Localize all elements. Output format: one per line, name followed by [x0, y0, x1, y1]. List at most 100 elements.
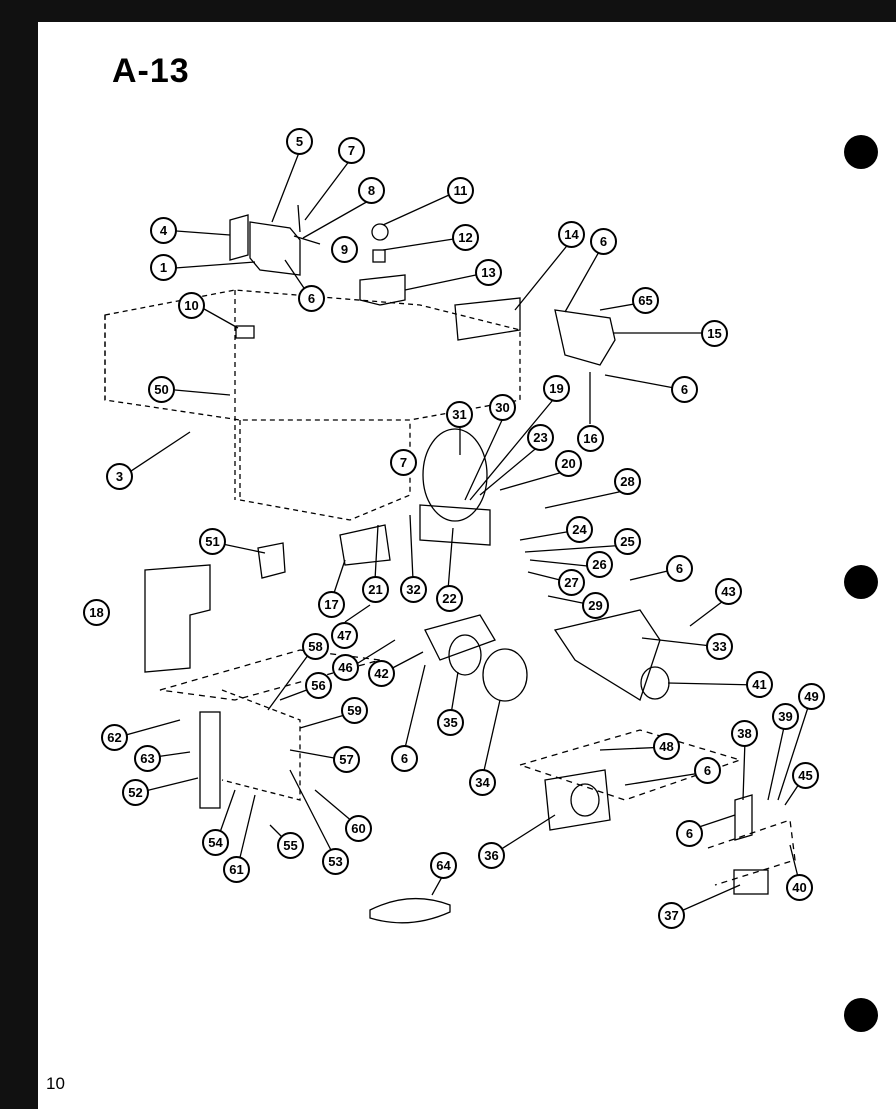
callout-57: 57 [333, 746, 360, 773]
callout-56: 56 [305, 672, 332, 699]
part-52-outline [221, 689, 301, 801]
callout-21: 21 [362, 576, 389, 603]
part-52-bracket [199, 711, 221, 809]
callout-34: 34 [469, 769, 496, 796]
callout-10: 10 [178, 292, 205, 319]
callout-55: 55 [277, 832, 304, 859]
callout-59: 59 [341, 697, 368, 724]
callout-65: 65 [632, 287, 659, 314]
callout-25: 25 [614, 528, 641, 555]
callout-54: 54 [202, 829, 229, 856]
callout-51: 51 [199, 528, 226, 555]
callout-7: 7 [390, 449, 417, 476]
callout-29: 29 [582, 592, 609, 619]
callout-6: 6 [694, 757, 721, 784]
callout-50: 50 [148, 376, 175, 403]
callout-30: 30 [489, 394, 516, 421]
callout-24: 24 [566, 516, 593, 543]
callout-41: 41 [746, 671, 773, 698]
part-51-panel [257, 542, 286, 579]
diagram-title: A-13 [112, 52, 190, 90]
callout-52: 52 [122, 779, 149, 806]
callout-18: 18 [83, 599, 110, 626]
callout-12: 12 [452, 224, 479, 251]
part-42-frame [424, 614, 496, 661]
part-10-switch [235, 325, 255, 339]
callout-6: 6 [671, 376, 698, 403]
part-64-gasket [369, 897, 451, 924]
part-base-plate [159, 649, 381, 701]
part-38-switch [734, 794, 753, 841]
callout-40: 40 [786, 874, 813, 901]
callout-5: 5 [286, 128, 313, 155]
callout-61: 61 [223, 856, 250, 883]
callout-4: 4 [150, 217, 177, 244]
part-15-bracket [554, 309, 616, 366]
part-17-plate [339, 524, 391, 566]
callout-13: 13 [475, 259, 502, 286]
callout-14: 14 [558, 221, 585, 248]
callout-9: 9 [331, 236, 358, 263]
callout-62: 62 [101, 724, 128, 751]
part-31-fan-guard [422, 428, 488, 522]
part-4-bracket [229, 214, 249, 261]
binder-hole-icon [844, 135, 878, 169]
callout-11: 11 [447, 177, 474, 204]
callout-20: 20 [555, 450, 582, 477]
callout-6: 6 [298, 285, 325, 312]
callout-64: 64 [430, 852, 457, 879]
part-18-side-panel [144, 564, 211, 673]
callout-46: 46 [332, 654, 359, 681]
callout-28: 28 [614, 468, 641, 495]
callout-27: 27 [558, 569, 585, 596]
callout-8: 8 [358, 177, 385, 204]
part-40-outline [707, 819, 796, 886]
callout-53: 53 [322, 848, 349, 875]
part-34-motor [482, 648, 528, 702]
part-14-panel [454, 297, 521, 341]
callout-17: 17 [318, 591, 345, 618]
callout-19: 19 [543, 375, 570, 402]
callout-49: 49 [798, 683, 825, 710]
part-13-cover [359, 274, 406, 306]
leader-lines [114, 149, 813, 916]
part-1-housing [249, 221, 301, 276]
binder-hole-icon [844, 998, 878, 1032]
callout-48: 48 [653, 733, 680, 760]
part-12-socket [372, 249, 386, 263]
part-7-8-screws [293, 204, 321, 245]
callout-7: 7 [338, 137, 365, 164]
part-11-lamp [371, 223, 389, 241]
callout-6: 6 [391, 745, 418, 772]
callout-31: 31 [446, 401, 473, 428]
part-35-motor [448, 634, 482, 676]
callout-35: 35 [437, 709, 464, 736]
part-33-plate [553, 609, 661, 701]
callout-22: 22 [436, 585, 463, 612]
callout-39: 39 [772, 703, 799, 730]
part-36-hole [570, 783, 600, 817]
callout-6: 6 [676, 820, 703, 847]
callout-36: 36 [478, 842, 505, 869]
callout-58: 58 [302, 633, 329, 660]
cabinet-inner-outline [104, 290, 411, 521]
callout-1: 1 [150, 254, 177, 281]
part-48-plate [517, 729, 743, 801]
callout-38: 38 [731, 720, 758, 747]
parts-sheet [38, 22, 896, 1109]
callout-37: 37 [658, 902, 685, 929]
part-37-transformer [733, 869, 769, 895]
part-21-mount [419, 504, 491, 546]
callout-32: 32 [400, 576, 427, 603]
callout-60: 60 [345, 815, 372, 842]
callout-63: 63 [134, 745, 161, 772]
callout-6: 6 [590, 228, 617, 255]
callout-45: 45 [792, 762, 819, 789]
callout-26: 26 [586, 551, 613, 578]
callout-6: 6 [666, 555, 693, 582]
binder-hole-icon [844, 565, 878, 599]
callout-42: 42 [368, 660, 395, 687]
callout-47: 47 [331, 622, 358, 649]
part-36-bracket [544, 769, 611, 831]
